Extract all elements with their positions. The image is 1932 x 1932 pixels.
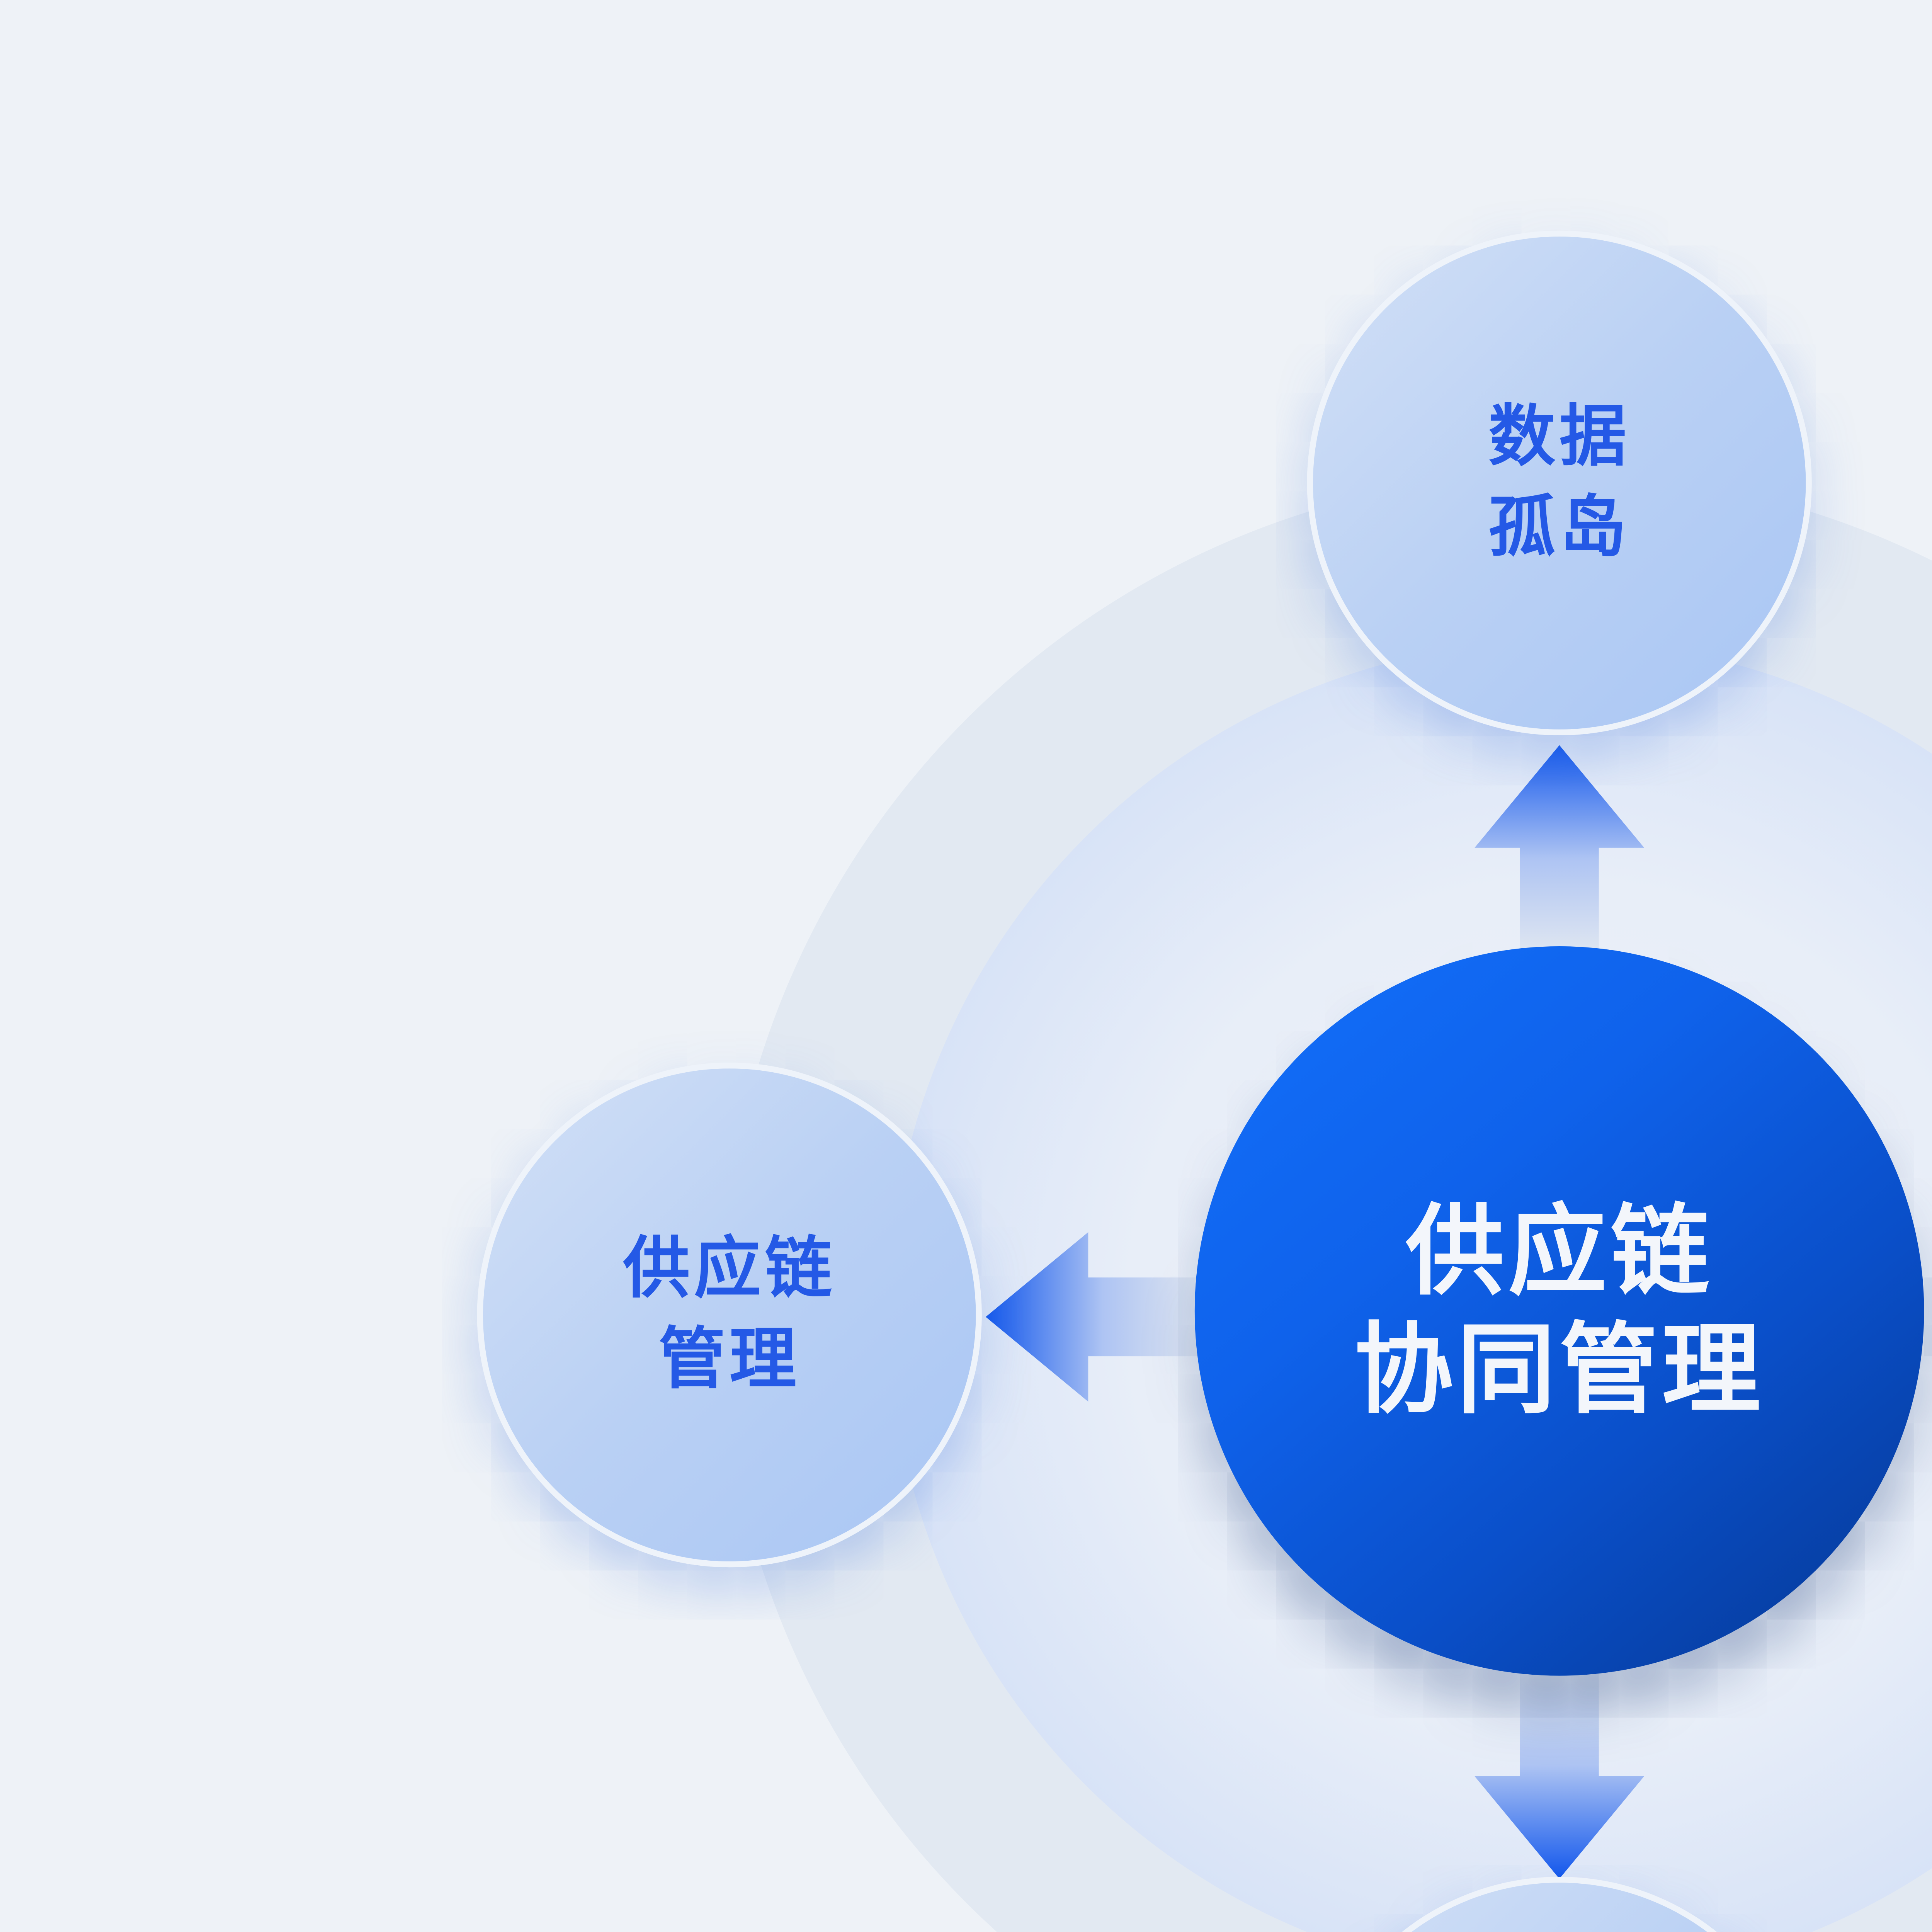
arrow-down-icon — [1475, 1672, 1645, 1879]
center-node-line2: 协同管理 — [1354, 1313, 1765, 1427]
arrow-right-icon — [1924, 1277, 1932, 1357]
satellite-label-line1: 数据 — [1488, 398, 1631, 477]
satellite-label-line2: 管理 — [658, 1321, 801, 1400]
arrow-up-icon — [1475, 745, 1645, 952]
center-node: 供应链 协同管理 — [1194, 946, 1924, 1676]
arrow-left-icon — [986, 1232, 1199, 1402]
satellite-label-line2: 孤岛 — [1488, 489, 1631, 568]
satellite-node-supply-chain-management: 供应链 管理 — [477, 1062, 982, 1568]
satellite-label-line1: 供应链 — [623, 1230, 836, 1309]
satellite-node-data-silos: 数据 孤岛 — [1307, 230, 1812, 736]
center-node-line1: 供应链 — [1405, 1194, 1713, 1309]
